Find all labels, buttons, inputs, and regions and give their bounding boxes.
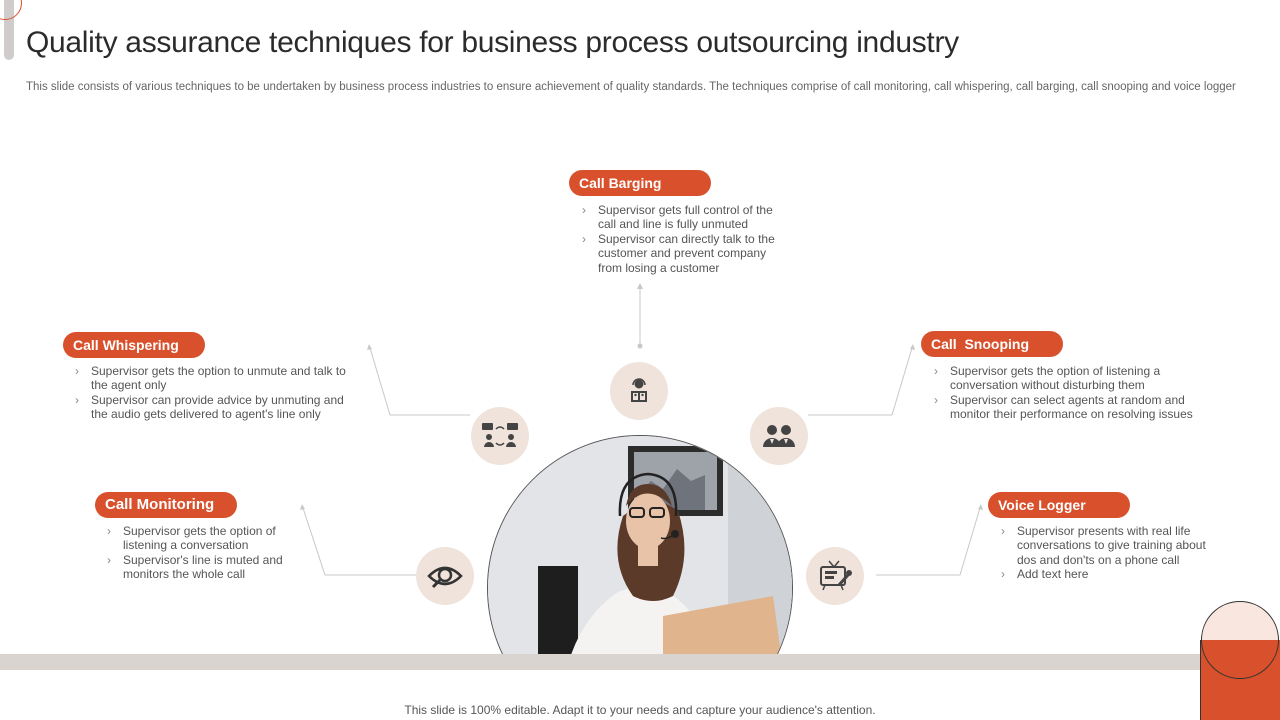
call-monitoring-heading: Call Monitoring	[95, 492, 237, 518]
call-barging-heading: Call Barging	[569, 170, 711, 196]
call-monitoring-bullets: Supervisor gets the option of listening …	[103, 524, 288, 582]
call-snooping-bullet-1: Supervisor gets the option of listening …	[930, 364, 1210, 393]
page-subtitle: This slide consists of various technique…	[26, 81, 1236, 93]
headset-agent-icon	[610, 362, 668, 420]
eye-magnifier-icon	[416, 547, 474, 605]
call-barging-bullet-2: Supervisor can directly talk to the cust…	[578, 232, 778, 275]
call-whispering-bullets: Supervisor gets the option to unmute and…	[71, 364, 356, 422]
call-snooping-bullet-2: Supervisor can select agents at random a…	[930, 393, 1210, 422]
two-people-icon	[750, 407, 808, 465]
voice-logger-heading: Voice Logger	[988, 492, 1130, 518]
call-barging-bullet-1: Supervisor gets full control of the call…	[578, 203, 778, 232]
page-title: Quality assurance techniques for busines…	[26, 26, 959, 59]
call-whispering-bullet-2: Supervisor can provide advice by unmutin…	[71, 393, 356, 422]
footer-text: This slide is 100% editable. Adapt it to…	[404, 703, 876, 717]
tv-microphone-icon	[806, 547, 864, 605]
bottom-right-frame-line	[1200, 640, 1201, 720]
call-monitoring-bullet-2: Supervisor's line is muted and monitors …	[103, 553, 288, 582]
call-snooping-heading: Call Snooping	[921, 331, 1063, 357]
call-whispering-bullet-1: Supervisor gets the option to unmute and…	[71, 364, 356, 393]
center-photo-clip	[480, 430, 800, 654]
call-whispering-heading: Call Whispering	[63, 332, 205, 358]
call-monitoring-bullet-1: Supervisor gets the option of listening …	[103, 524, 288, 553]
people-exchange-icon	[471, 407, 529, 465]
voice-logger-bullets: Supervisor presents with real life conve…	[997, 524, 1217, 582]
voice-logger-bullet-2: Add text here	[997, 567, 1217, 582]
call-snooping-bullets: Supervisor gets the option of listening …	[930, 364, 1210, 422]
footer-band	[0, 654, 1200, 670]
bottom-right-circle	[1201, 601, 1279, 679]
agent-photo	[487, 435, 793, 654]
voice-logger-bullet-1: Supervisor presents with real life conve…	[997, 524, 1217, 567]
top-left-scroll-bar	[4, 0, 14, 60]
call-barging-bullets: Supervisor gets full control of the call…	[578, 203, 778, 275]
